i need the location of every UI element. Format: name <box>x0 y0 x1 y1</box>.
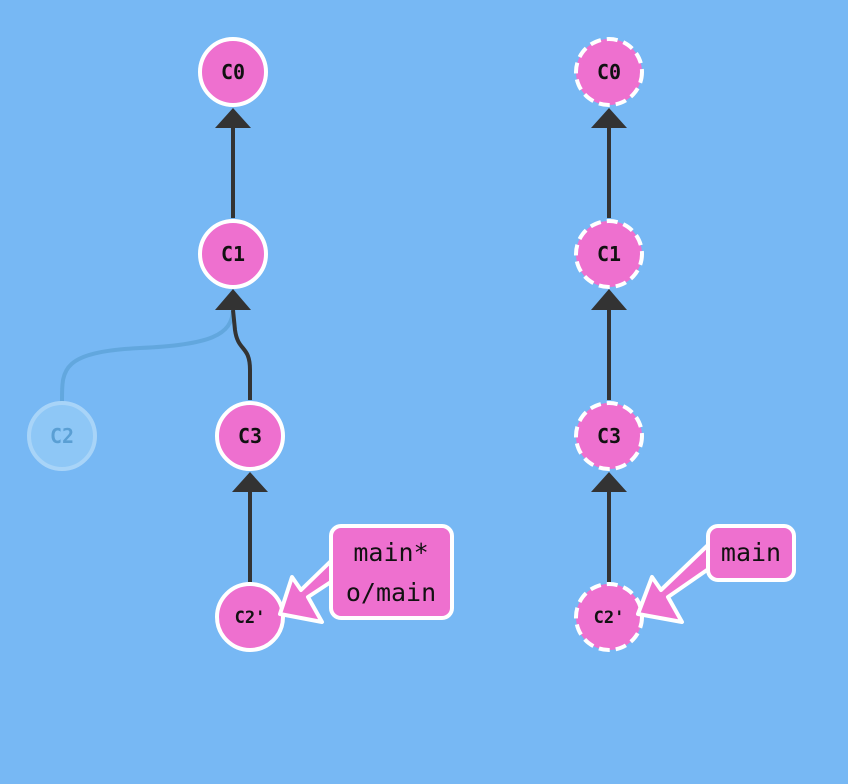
local-repo: C0 C1 C2 C3 C2' main* o/main <box>27 37 454 652</box>
remote-repo: C0 C1 C3 C2' main <box>574 37 796 652</box>
arrowhead-c3 <box>232 472 268 492</box>
commit-c3[interactable]: C3 <box>574 401 644 471</box>
commit-label: C1 <box>221 242 245 266</box>
branch-label-o-main: o/main <box>346 578 436 607</box>
commit-label: C3 <box>597 424 621 448</box>
commit-label: C1 <box>597 242 621 266</box>
commit-label: C0 <box>597 60 621 84</box>
commit-label: C3 <box>238 424 262 448</box>
commit-c0[interactable]: C0 <box>574 37 644 107</box>
commit-label: C2' <box>594 608 625 628</box>
commit-c0[interactable]: C0 <box>198 37 268 107</box>
commit-label: C0 <box>221 60 245 84</box>
arrowhead-c0 <box>215 108 251 128</box>
commit-label: C2 <box>50 424 74 448</box>
commit-c1[interactable]: C1 <box>574 219 644 289</box>
commit-label: C2' <box>235 608 266 628</box>
branch-tag-main-o-main[interactable]: main* o/main <box>278 524 454 624</box>
branch-label-main-star: main* <box>353 538 428 567</box>
commit-c1[interactable]: C1 <box>198 219 268 289</box>
arrowhead-c1 <box>215 289 251 310</box>
commit-c2-orphaned[interactable]: C2 <box>27 401 97 471</box>
edge-c3-c1 <box>231 309 252 400</box>
arrowhead-c3 <box>591 472 627 492</box>
branch-label-main: main <box>721 538 781 567</box>
branch-tag-main[interactable]: main <box>636 524 796 624</box>
commit-c2-prime[interactable]: C2' <box>215 582 285 652</box>
arrowhead-c1 <box>591 289 627 310</box>
edge-c2-c1-orphaned <box>59 309 235 403</box>
commit-c3[interactable]: C3 <box>215 401 285 471</box>
arrowhead-c0 <box>591 108 627 128</box>
commit-c2-prime[interactable]: C2' <box>574 582 644 652</box>
